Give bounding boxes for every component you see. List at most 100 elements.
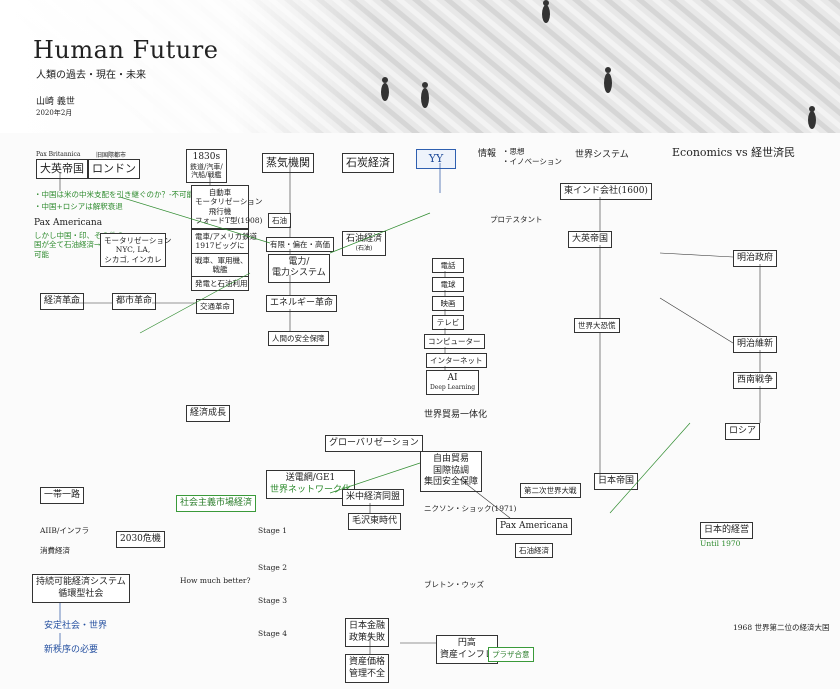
node-sustain: 持続可能経済システム循環型社会 xyxy=(32,574,130,604)
node-motorization: モータリゼーション xyxy=(104,236,172,245)
node-ippei: 一帯一路 xyxy=(40,487,85,505)
node-japan-east: 日本的経営 xyxy=(700,522,754,540)
note-pax-am: しかし中国・印、その他の国が全て石油経済→持続不可能 xyxy=(34,231,124,259)
node-1830s-c: 汽船/戦艦 xyxy=(191,171,222,180)
node-ai-a: AI xyxy=(447,373,458,383)
node-intl-coop: 国際協調 xyxy=(433,465,470,476)
node-dencho-a: 電力/ xyxy=(288,257,310,267)
node-econ-grow: 経済成長 xyxy=(186,405,231,423)
node-reform: 明治維新 xyxy=(733,336,778,354)
node-war: 戦車、軍用機、 xyxy=(195,256,248,265)
node-yen-a: 円高 xyxy=(457,638,476,648)
node-japan-g-b: 政策失敗 xyxy=(349,632,386,643)
node-chicago: シカゴ, インカレ xyxy=(104,254,162,264)
node-ishi: 石油 xyxy=(268,213,291,229)
node-oil-econ-b: (石油) xyxy=(355,245,373,253)
node-dencho-b: 電力システム xyxy=(272,268,326,279)
node-auto: 自動車 xyxy=(208,188,232,197)
node-east-india: 東インド会社(1600) xyxy=(560,183,652,201)
pax-britannica-label: Pax Britannica xyxy=(36,151,81,158)
node-ford: フォードT型(1908) xyxy=(195,216,263,226)
node-sustain-a: 持続可能経済システム xyxy=(36,577,126,587)
node-war2: 第二次世界大戦 xyxy=(520,483,581,499)
node-world-trade: 世界貿易一体化 xyxy=(424,410,488,420)
node-econ-rev: 経済革命 xyxy=(40,293,85,311)
node-dencho: 電力/電力システム xyxy=(268,254,330,283)
node-bretton: ブレトン・ウッズ xyxy=(424,580,484,589)
node-consume: 消費経済 xyxy=(40,546,70,555)
note-cn-eu: ・中国+ロシアは解釈衰退 xyxy=(34,202,123,211)
node-energy-rev: エネルギー革命 xyxy=(266,295,338,313)
node-new-order: 新秩序の必要 xyxy=(44,645,99,655)
node-pax-am: Pax Americana xyxy=(34,218,103,228)
node-meiji: 明治政府 xyxy=(733,250,778,268)
node-motor: モータリゼーション xyxy=(195,197,263,207)
node-yen-b: 資産インフレ xyxy=(440,649,494,660)
node-ge-b: 世界ネットワーク化 xyxy=(270,484,352,495)
node-sustain-b: 循環型社会 xyxy=(58,588,104,599)
node-elec-b: 1917ビッグに xyxy=(195,241,245,251)
stage-1: Stage 1 xyxy=(258,526,288,535)
london-sub: 旧国際都市 xyxy=(96,152,127,159)
node-electric: 電車/アメリカ鉄道 xyxy=(195,232,258,241)
node-tv: テレビ xyxy=(432,315,464,331)
node-yy: YY xyxy=(416,149,456,169)
node-1830s-b: 鉄道/汽車/ xyxy=(190,162,223,171)
node-japan-g: 日本金融政策失敗 xyxy=(345,618,390,648)
node-internet: インターネット xyxy=(426,353,487,369)
node-power: 発電と石油利用 xyxy=(191,276,249,292)
node-radio: 電球 xyxy=(432,277,464,293)
diagram-links xyxy=(59,163,761,654)
node-plaza: プラザ合意 xyxy=(488,647,534,663)
node-rising: 米中経済同盟 xyxy=(342,489,405,507)
node-c2030: 2030危機 xyxy=(116,531,165,549)
node-auto-group: 自動車モータリゼーション飛行機フォードT型(1908) xyxy=(191,185,263,229)
note-us-question: ・中国は米の中米支配を引き継ぐのか？-不可能 xyxy=(34,190,195,199)
node-protestant: プロテスタント xyxy=(490,215,543,224)
node-econ-vs: Economics vs 経世済民 xyxy=(672,146,796,159)
node-free-trade: 自由貿易国際協調集団安全保障 xyxy=(420,451,483,493)
header-area: Human Future 人類の過去・現在・未来 山崎 義世 2020年2月 xyxy=(0,0,840,133)
stage-3: Stage 3 xyxy=(258,596,288,605)
node-ai-b: Deep Learning xyxy=(430,384,476,392)
node-info-c: ・イノベーション xyxy=(502,157,562,166)
node-yellow: 毛沢東時代 xyxy=(348,513,402,531)
node-1830s-a: 1830s xyxy=(192,152,221,162)
node-free-trade-a: 自由貿易 xyxy=(433,454,470,464)
node-human-safety: 人間の安全保障 xyxy=(268,331,329,347)
note-until-1970: Until 1970 xyxy=(700,539,741,548)
node-computer: コンピューター xyxy=(424,334,485,350)
author-name: 山崎 義世 xyxy=(36,97,75,107)
node-war-b: 戦艦 xyxy=(212,265,228,275)
node-capital-a: 資産価格 xyxy=(349,657,386,667)
stage-4: Stage 4 xyxy=(258,629,288,638)
node-movie: 映画 xyxy=(432,296,464,312)
node-pax-am2: Pax Americana xyxy=(496,518,573,536)
node-daiei: 大英帝国 xyxy=(36,159,88,179)
node-worldsys: 世界システム xyxy=(575,150,629,160)
node-world-cpr: 世界大恐慌 xyxy=(574,318,620,334)
stairs-photo xyxy=(0,0,840,133)
node-global: グローバリゼーション xyxy=(325,435,423,453)
node-nixon: ニクソン・ショック(1971) xyxy=(424,504,517,513)
node-oil-econ: 石油経済(石油) xyxy=(342,231,387,256)
node-resource: 有限・偏在・高価 xyxy=(266,237,334,253)
node-tele: 電話 xyxy=(432,258,464,274)
publication-date: 2020年2月 xyxy=(36,109,73,117)
node-safe: 安定社会・世界 xyxy=(44,621,108,631)
node-aircraft: 飛行機 xyxy=(208,206,232,216)
node-japan-g-a: 日本金融 xyxy=(349,621,386,631)
node-capital: 資産価格管理不全 xyxy=(345,654,390,684)
node-british-emp: 大英帝国 xyxy=(568,231,613,249)
node-info: 情報 xyxy=(478,149,497,159)
stage-2: Stage 2 xyxy=(258,563,288,572)
node-coal: 石炭経済 xyxy=(342,153,394,173)
node-japan-emp: 日本帝国 xyxy=(594,473,639,491)
page-subtitle: 人類の過去・現在・未来 xyxy=(36,70,146,81)
note-1968: 1968 世界第二位の経済大国 xyxy=(733,623,830,632)
node-war-group: 戦車、軍用機、戦艦 xyxy=(191,253,249,278)
